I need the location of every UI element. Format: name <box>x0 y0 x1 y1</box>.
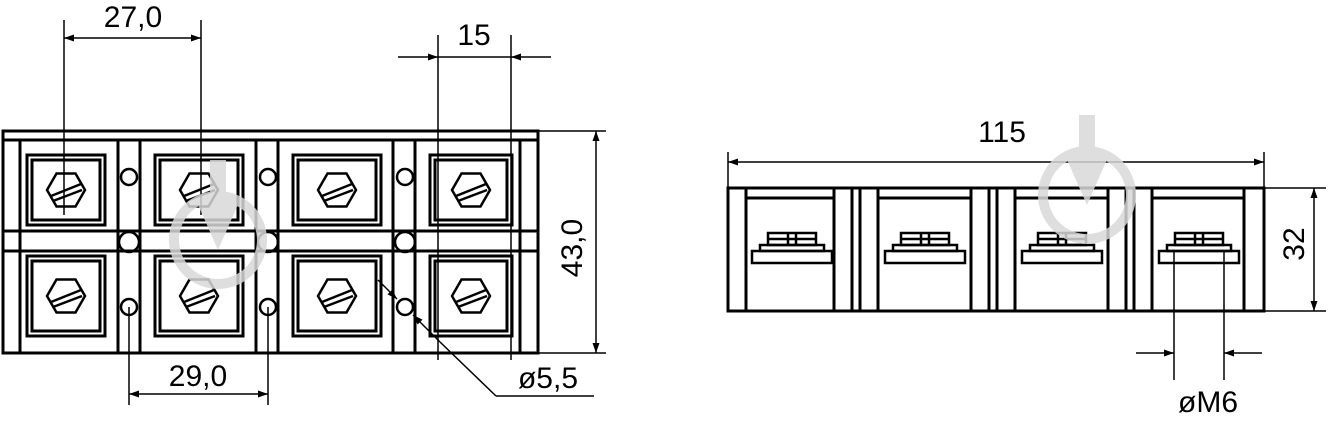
screw-icon <box>316 278 358 314</box>
terminal-cells <box>25 153 514 338</box>
front-view <box>1 129 540 355</box>
side-screws <box>750 231 1241 265</box>
dim-height-front: 43,0 <box>556 219 589 277</box>
dim-pitch-bottom: 29,0 <box>169 360 227 393</box>
watermark-logo-icon <box>1043 115 1131 239</box>
screw-icon <box>45 278 87 314</box>
screw-icon <box>450 172 492 208</box>
dim-pitch-top: 27,0 <box>104 1 162 34</box>
front-body <box>1 129 540 355</box>
dim-terminal-width: 15 <box>457 19 490 52</box>
screw-heads <box>45 172 492 314</box>
dim-overall-length: 115 <box>978 116 1026 149</box>
stud-icon <box>750 231 834 265</box>
stud-icon <box>1157 231 1241 265</box>
screw-icon <box>316 172 358 208</box>
side-view <box>726 186 1266 313</box>
screw-icon <box>450 278 492 314</box>
front-dimension-lines <box>63 20 606 405</box>
middle-strip <box>1 229 540 253</box>
dim-hole-diameter: ø5,5 <box>518 362 578 395</box>
dim-height-side: 32 <box>1278 227 1311 260</box>
mounting-holes <box>117 167 417 317</box>
stud-icon <box>883 231 967 265</box>
screw-icon <box>45 172 87 208</box>
side-dimension-lines <box>727 152 1326 380</box>
side-separators <box>832 186 1154 313</box>
dim-thread: øM6 <box>1178 386 1238 419</box>
